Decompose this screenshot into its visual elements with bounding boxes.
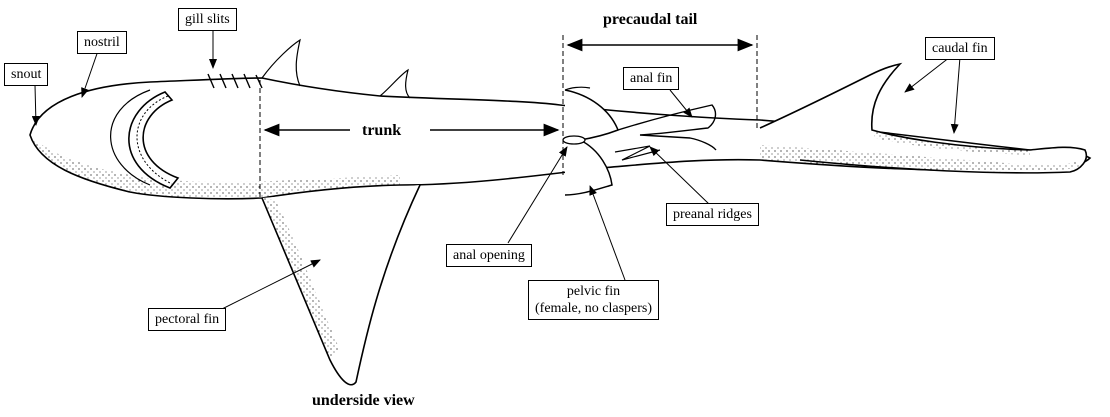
label-snout: snout	[4, 63, 49, 86]
pectoral-fin-shape	[261, 184, 421, 386]
region-trunk: trunk	[362, 122, 402, 139]
gill-slits-marks	[207, 73, 263, 89]
region-precaudal-tail: precaudal tail	[603, 11, 698, 28]
label-preanal-ridges: preanal ridges	[666, 203, 759, 226]
label-anal-opening: anal opening	[446, 244, 532, 267]
label-gill-slits: gill slits	[178, 8, 237, 31]
label-pelvic-fin-line1: pelvic fin	[566, 284, 621, 299]
label-caudal-fin: caudal fin	[925, 37, 995, 60]
mouth	[128, 91, 180, 189]
dimension-arrows	[263, 38, 754, 137]
preanal-ridges-mark	[614, 145, 661, 161]
jaw-line	[110, 89, 151, 186]
dorsal-fin-tip	[261, 38, 301, 87]
label-anal-fin: anal fin	[623, 67, 680, 90]
anal-fin-shape	[617, 104, 717, 151]
caudal-lower-shading	[872, 130, 1030, 155]
label-nostril: nostril	[77, 31, 127, 54]
pectoral-fin-shading	[262, 198, 340, 360]
shark-body-outline	[29, 77, 1092, 200]
caption-underside-view: underside view	[312, 392, 415, 409]
caudal-fin-shading	[760, 145, 1080, 172]
body-shading	[30, 135, 400, 199]
label-pelvic-fin-line2: (female, no claspers)	[535, 301, 652, 316]
second-dorsal-fin	[379, 68, 411, 99]
caudal-fin-shape	[759, 62, 1088, 174]
label-pelvic-fin: pelvic fin (female, no claspers)	[528, 280, 659, 320]
pelvic-fin-upper	[564, 86, 591, 91]
anal-opening-mark	[562, 135, 586, 145]
label-pectoral-fin: pectoral fin	[148, 308, 227, 331]
